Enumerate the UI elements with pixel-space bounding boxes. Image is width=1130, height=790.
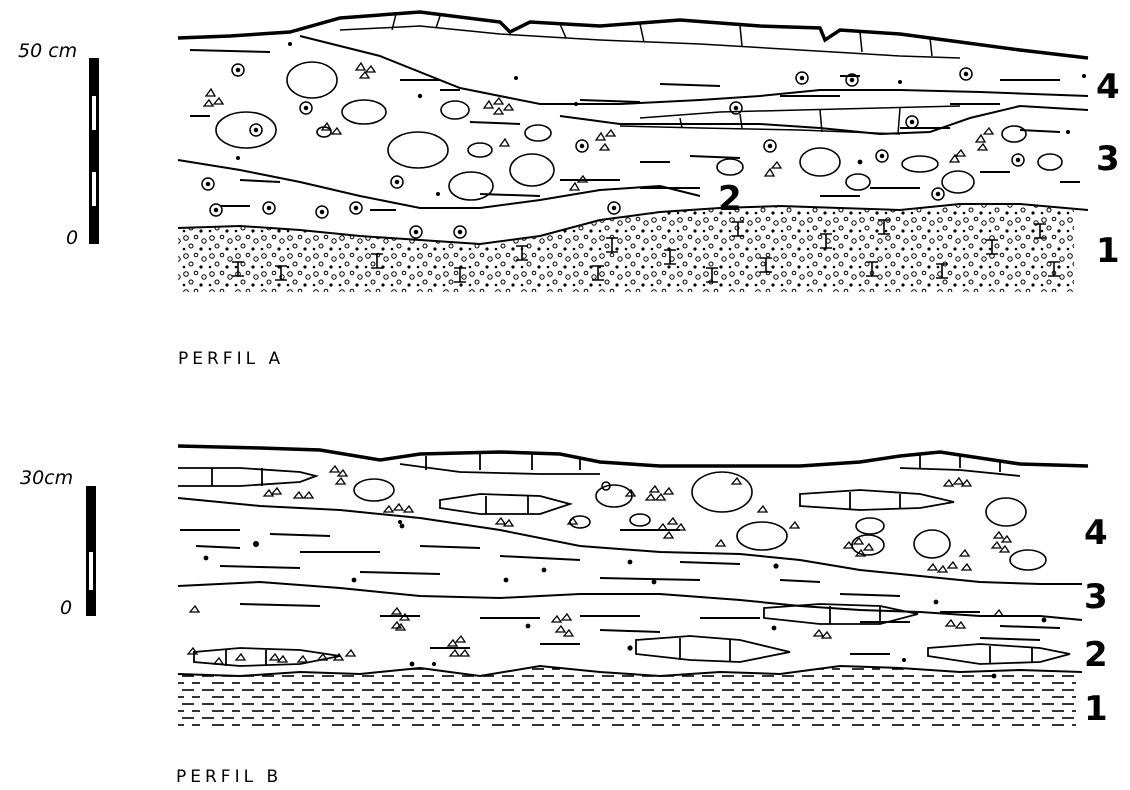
scale-bar-a [89,58,99,244]
profile-b-layer-label-1: 1 [1084,689,1108,729]
scale-bar-a-black [89,58,99,244]
scale-bar-a-white-2 [92,172,96,206]
profile-b-crust-lenses [178,454,1070,666]
profile-b-title: PERFIL B [176,767,282,787]
profile-a-dots [236,42,1086,196]
scale-label-a-bottom: 0 [66,227,78,249]
profile-a: 50 cm 0 [18,12,1120,369]
scale-label-a-top: 50 cm [18,40,77,62]
profile-a-layer3-boundary [560,106,1088,134]
profile-b-surface-line [178,446,1088,466]
profile-a-title: PERFIL A [178,349,284,369]
profile-b-ovals [354,472,1046,570]
profile-a-layer1-gravel [178,200,1078,294]
profile-b-layer-label-3: 3 [1084,577,1108,617]
scale-bar-a-white-1 [92,96,96,130]
profile-b-layer2-top [178,582,1082,620]
profile-b: 30cm 0 [20,446,1108,787]
profile-b-layer-label-4: 4 [1084,513,1108,553]
scale-bar-b-white [89,552,93,590]
profile-a-surface-line [178,12,1088,58]
scale-bar-b-black [86,486,96,616]
profile-a-layer-label-1: 1 [1096,231,1120,271]
profile-b-layer-label-2: 2 [1084,635,1108,675]
profile-a-layer-label-4: 4 [1096,67,1120,107]
profile-a-layer-label-2: 2 [718,179,742,219]
scale-bar-b [86,486,96,616]
profile-b-angular-clasts [188,466,1011,664]
scale-label-b-top: 30cm [20,467,73,489]
profile-a-layer-label-3: 3 [1096,139,1120,179]
scale-label-b-bottom: 0 [60,597,72,619]
profile-a-layer2-top [178,160,700,208]
